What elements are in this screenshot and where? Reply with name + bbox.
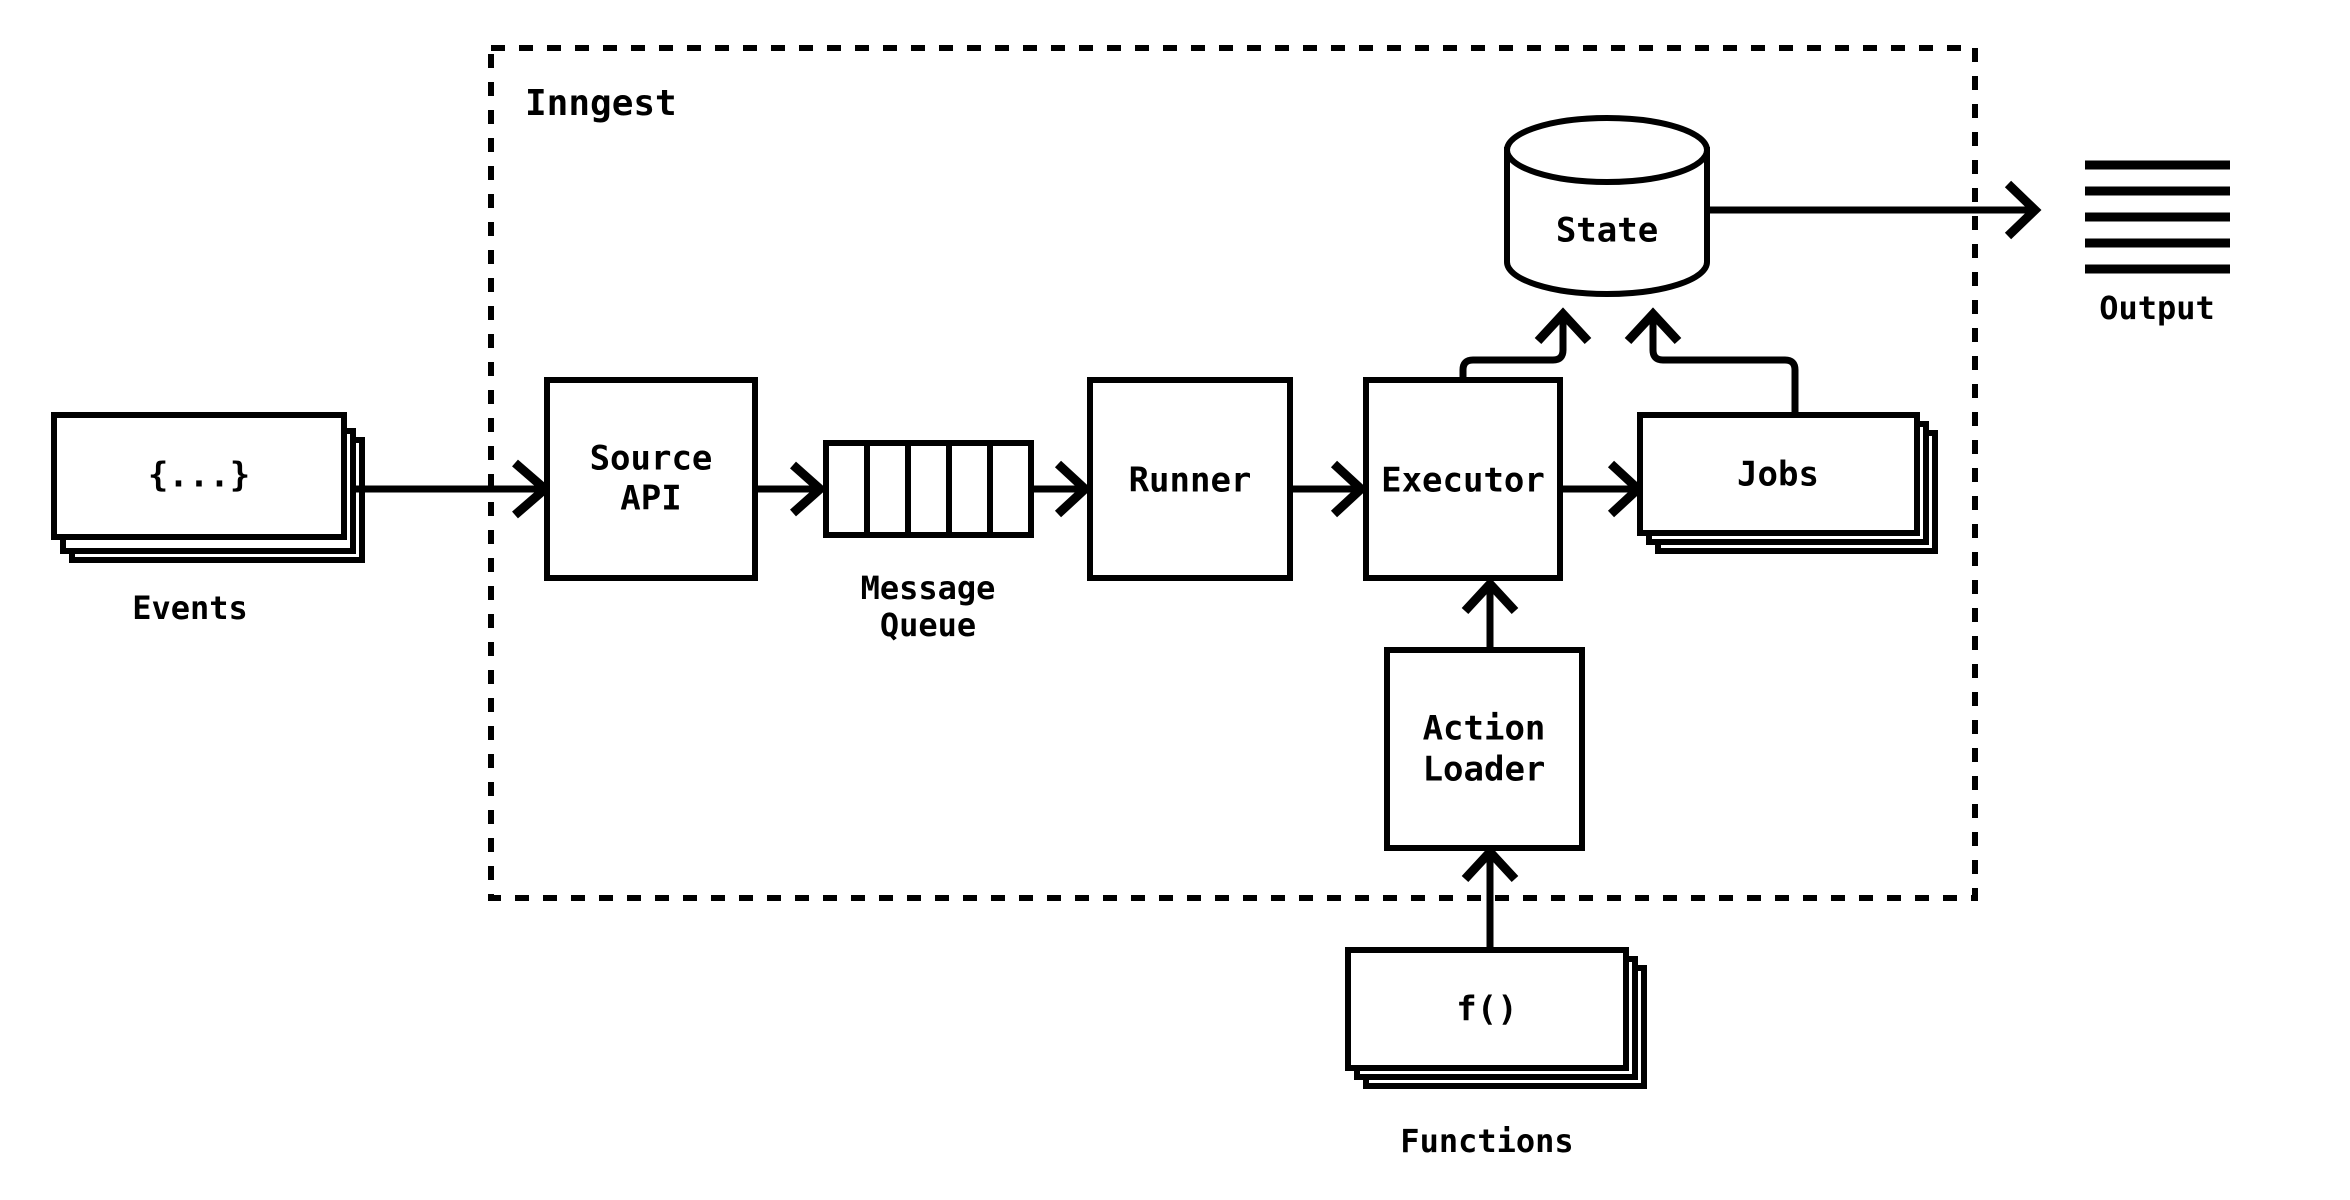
edge-functions-to-action-loader <box>1461 845 1519 950</box>
edge-executor-to-state <box>1459 307 1592 380</box>
action-loader-box <box>1384 647 1585 851</box>
functions-node[interactable]: f() <box>1345 947 1647 1089</box>
state-cylinder-body <box>1504 147 1710 297</box>
source-api-label-line1: Source <box>590 439 713 479</box>
runner-node[interactable]: Runner <box>1087 377 1293 581</box>
edge-events-to-source-api <box>350 459 552 519</box>
action-loader-label-line1: Action <box>1423 709 1546 749</box>
functions-label: f() <box>1456 990 1517 1030</box>
runner-label: Runner <box>1129 461 1252 501</box>
executor-label: Executor <box>1381 461 1545 501</box>
action-loader-label-line2: Loader <box>1423 750 1546 790</box>
jobs-card <box>1637 412 1920 536</box>
source-api-box <box>544 377 758 581</box>
output-caption: Output <box>2099 289 2215 327</box>
edge-jobs-to-state <box>1624 307 1799 415</box>
edge-runner-to-executor <box>1290 460 1368 518</box>
edge-executor-to-jobs <box>1560 460 1645 518</box>
edge-action-loader-to-executor <box>1461 577 1519 650</box>
output-node[interactable] <box>2085 160 2230 274</box>
arrowhead-icon <box>1054 460 1092 518</box>
runner-box <box>1087 377 1293 581</box>
edge-source-api-to-message-queue <box>755 461 827 517</box>
state-label: State <box>1556 211 1658 251</box>
source-api-node[interactable]: Source API <box>544 377 758 581</box>
events-label: {...} <box>148 456 250 496</box>
executor-node[interactable]: Executor <box>1363 377 1563 581</box>
edge-state-to-output <box>1707 180 2042 240</box>
message-queue-node[interactable] <box>823 440 1034 538</box>
events-card <box>51 412 347 540</box>
events-caption: Events <box>132 589 248 627</box>
message-queue-caption-line1: Message <box>861 569 996 607</box>
arrowhead-icon <box>1461 577 1519 615</box>
message-queue-caption-line2: Queue <box>880 606 976 644</box>
arrowhead-icon <box>1624 307 1682 345</box>
message-queue-bar <box>823 440 1034 538</box>
state-cylinder-top <box>1504 115 1710 185</box>
action-loader-node[interactable]: Action Loader <box>1384 647 1585 851</box>
functions-caption: Functions <box>1400 1122 1573 1160</box>
edge-message-queue-to-runner <box>1031 460 1092 518</box>
source-api-label-line2: API <box>620 479 681 519</box>
arrowhead-icon <box>1330 460 1368 518</box>
jobs-node[interactable]: Jobs <box>1637 412 1938 554</box>
jobs-label: Jobs <box>1737 455 1819 495</box>
arrowhead-icon <box>1534 307 1592 345</box>
state-node[interactable]: State <box>1504 115 1710 297</box>
inngest-boundary-label: Inngest <box>525 83 677 124</box>
events-node[interactable]: {...} <box>51 412 365 563</box>
arrowhead-icon <box>2004 180 2042 240</box>
functions-card <box>1345 947 1629 1071</box>
inngest-boundary <box>488 45 1978 901</box>
executor-box <box>1363 377 1563 581</box>
arrowhead-icon <box>1461 845 1519 883</box>
arrowhead-icon <box>790 461 827 517</box>
